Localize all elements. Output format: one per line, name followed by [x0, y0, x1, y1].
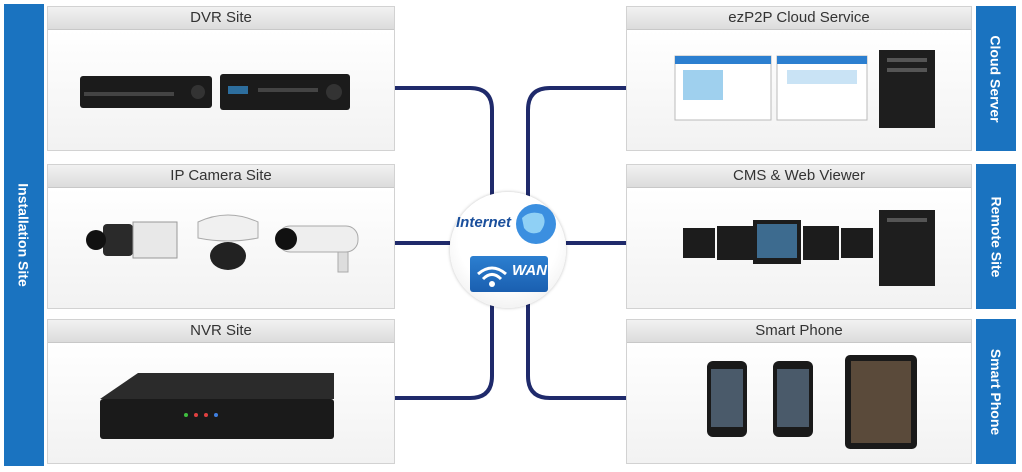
dvr-site-title: DVR Site: [48, 7, 394, 30]
smart-phones-image: [707, 355, 917, 449]
globe-icon: [516, 204, 556, 244]
network-hub: Internet WAN: [450, 192, 566, 308]
wan-label: WAN: [512, 262, 547, 279]
cms-web-viewer-panel: CMS & Web Viewer: [626, 164, 972, 309]
smart-phone-panel: Smart Phone: [626, 319, 972, 464]
cloud-service-image: [674, 50, 935, 128]
cloud-service-panel: ezP2P Cloud Service: [626, 6, 972, 151]
cms-web-viewer-title: CMS & Web Viewer: [627, 165, 971, 188]
nvr-site-panel: NVR Site: [47, 319, 395, 464]
smart-phone-title: Smart Phone: [627, 320, 971, 343]
cms-monitors-image: [683, 210, 935, 286]
smart-phone-label: Smart Phone: [976, 319, 1016, 464]
dvr-devices-image: [80, 74, 350, 110]
installation-site-label: Installation Site: [4, 4, 44, 466]
ip-cameras-image: [86, 214, 359, 273]
ip-camera-site-panel: IP Camera Site: [47, 164, 395, 309]
wifi-icon: [477, 266, 507, 287]
cloud-service-title: ezP2P Cloud Service: [627, 7, 971, 30]
cloud-server-label: Cloud Server: [976, 6, 1016, 151]
nvr-device-image: [100, 373, 334, 439]
internet-label: Internet: [456, 214, 512, 231]
nvr-site-title: NVR Site: [48, 320, 394, 343]
remote-site-label: Remote Site: [976, 164, 1016, 309]
wan-box: WAN: [470, 256, 548, 292]
dvr-site-panel: DVR Site: [47, 6, 395, 151]
ip-camera-site-title: IP Camera Site: [48, 165, 394, 188]
